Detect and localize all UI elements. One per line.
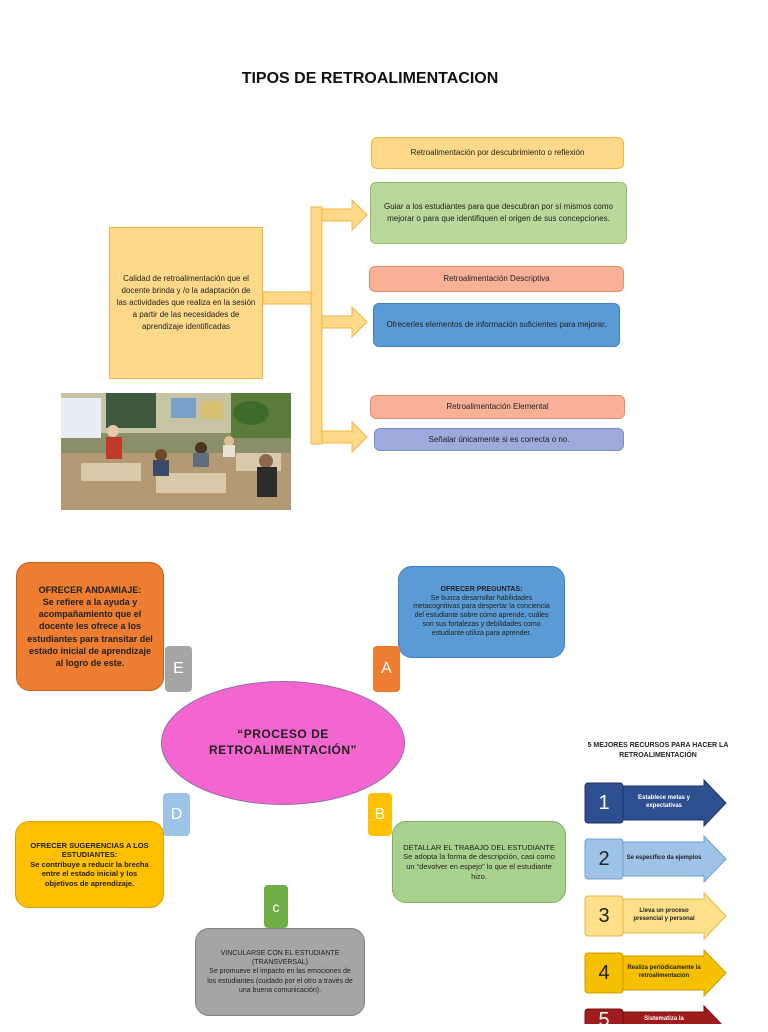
connector-bracket: [310, 206, 323, 445]
type-desc-reflexion: Guiar a los estudiantes para que descubr…: [370, 182, 627, 244]
step-letter-c: c: [264, 885, 288, 928]
step-letter-a: A: [373, 646, 400, 692]
resource-text-3: Lleva un proceso presencial y personal: [633, 908, 695, 922]
resources-title: 5 MEJORES RECURSOS PARA HACER LA RETROAL…: [587, 742, 729, 759]
type-name-descriptiva: Retroalimentación Descriptiva: [369, 266, 624, 292]
connector-diagram: [262, 198, 368, 454]
step-letter-d: D: [163, 793, 190, 836]
step-title: OFRECER ANDAMIAJE:: [38, 585, 142, 595]
resource-num-2: 2: [598, 847, 610, 870]
resource-arrow-3: [584, 891, 727, 941]
step-letter-b: B: [368, 793, 392, 836]
arrow-right-icon: [321, 198, 368, 232]
resource-arrow-1: [584, 778, 727, 828]
resource-text-1: Establece metas y expectativas: [637, 795, 691, 809]
step-card-c: VINCULARSE CON EL ESTUDIANTE (TRANSVERSA…: [195, 928, 365, 1016]
process-center-label: “PROCESO DE RETROALIMENTACIÓN”: [208, 727, 358, 757]
arrow-right-icon: [321, 420, 368, 454]
type-name-label: Retroalimentación Elemental: [446, 402, 549, 412]
step-card-d: OFRECER SUGERENCIAS A LOS ESTUDIANTES:Se…: [15, 821, 164, 908]
step-text: Se adopta la forma de descripción, casi …: [403, 852, 555, 881]
resource-num-3: 3: [598, 904, 610, 927]
step-text: Se promueve el impacto en las emociones …: [207, 968, 353, 994]
resource-arrow-5: [584, 1004, 722, 1024]
step-title: VINCULARSE CON EL ESTUDIANTE (TRANSVERSA…: [220, 950, 340, 967]
step-text: Se busca desarrollar habilidades metacog…: [413, 594, 550, 637]
resource-num-4: 4: [598, 961, 610, 984]
resource-text-4: Realiza periódicamente la retroalimentac…: [627, 965, 701, 979]
resource-text-2: Se específico da ejemplos: [626, 855, 702, 862]
arrow-right-icon: [321, 305, 368, 339]
type-name-label: Retroalimentación Descriptiva: [443, 274, 550, 284]
resources-arrows: [584, 778, 727, 1024]
type-name-label: Retroalimentación por descubrimiento o r…: [410, 148, 585, 158]
resource-arrow-2: [584, 834, 727, 884]
type-desc-elemental: Señalar únicamente si es correcta o no.: [374, 428, 624, 451]
concept-box: Calidad de retroalimentación que el doce…: [109, 227, 263, 379]
step-text: Se contribuye a reducir la brecha entre …: [30, 859, 149, 888]
step-letter-e: E: [165, 646, 192, 692]
type-desc-label: Ofrecerles elementos de información sufi…: [386, 320, 607, 330]
step-card-e: OFRECER ANDAMIAJE: Se refiere a la ayuda …: [16, 562, 164, 691]
type-desc-label: Guiar a los estudiantes para que descubr…: [383, 202, 613, 223]
process-center: “PROCESO DE RETROALIMENTACIÓN”: [161, 681, 405, 805]
connector-stem: [262, 291, 312, 305]
step-title: OFRECER PREGUNTAS:: [440, 585, 523, 593]
step-title: OFRECER SUGERENCIAS A LOS ESTUDIANTES:: [30, 841, 149, 860]
resource-text-5: Sistematiza la: [644, 1016, 684, 1022]
type-name-elemental: Retroalimentación Elemental: [370, 395, 625, 419]
type-desc-descriptiva: Ofrecerles elementos de información sufi…: [373, 303, 620, 347]
type-desc-label: Señalar únicamente si es correcta o no.: [428, 434, 570, 444]
resource-arrow-4: [584, 948, 727, 998]
classroom-photo: [61, 393, 291, 510]
step-title: DETALLAR EL TRABAJO DEL ESTUDIANTE: [403, 842, 555, 852]
page-title: TIPOS DE RETROALIMENTACION: [241, 70, 499, 87]
type-name-reflexion: Retroalimentación por descubrimiento o r…: [371, 137, 624, 169]
concept-definition: Calidad de retroalimentación que el doce…: [116, 274, 256, 331]
resource-num-1: 1: [598, 791, 610, 814]
step-card-a: OFRECER PREGUNTAS:Se busca desarrollar h…: [398, 566, 565, 658]
resource-num-5: 5: [598, 1009, 610, 1031]
step-text: Se refiere a la ayuda y acompañamiento q…: [27, 597, 153, 668]
